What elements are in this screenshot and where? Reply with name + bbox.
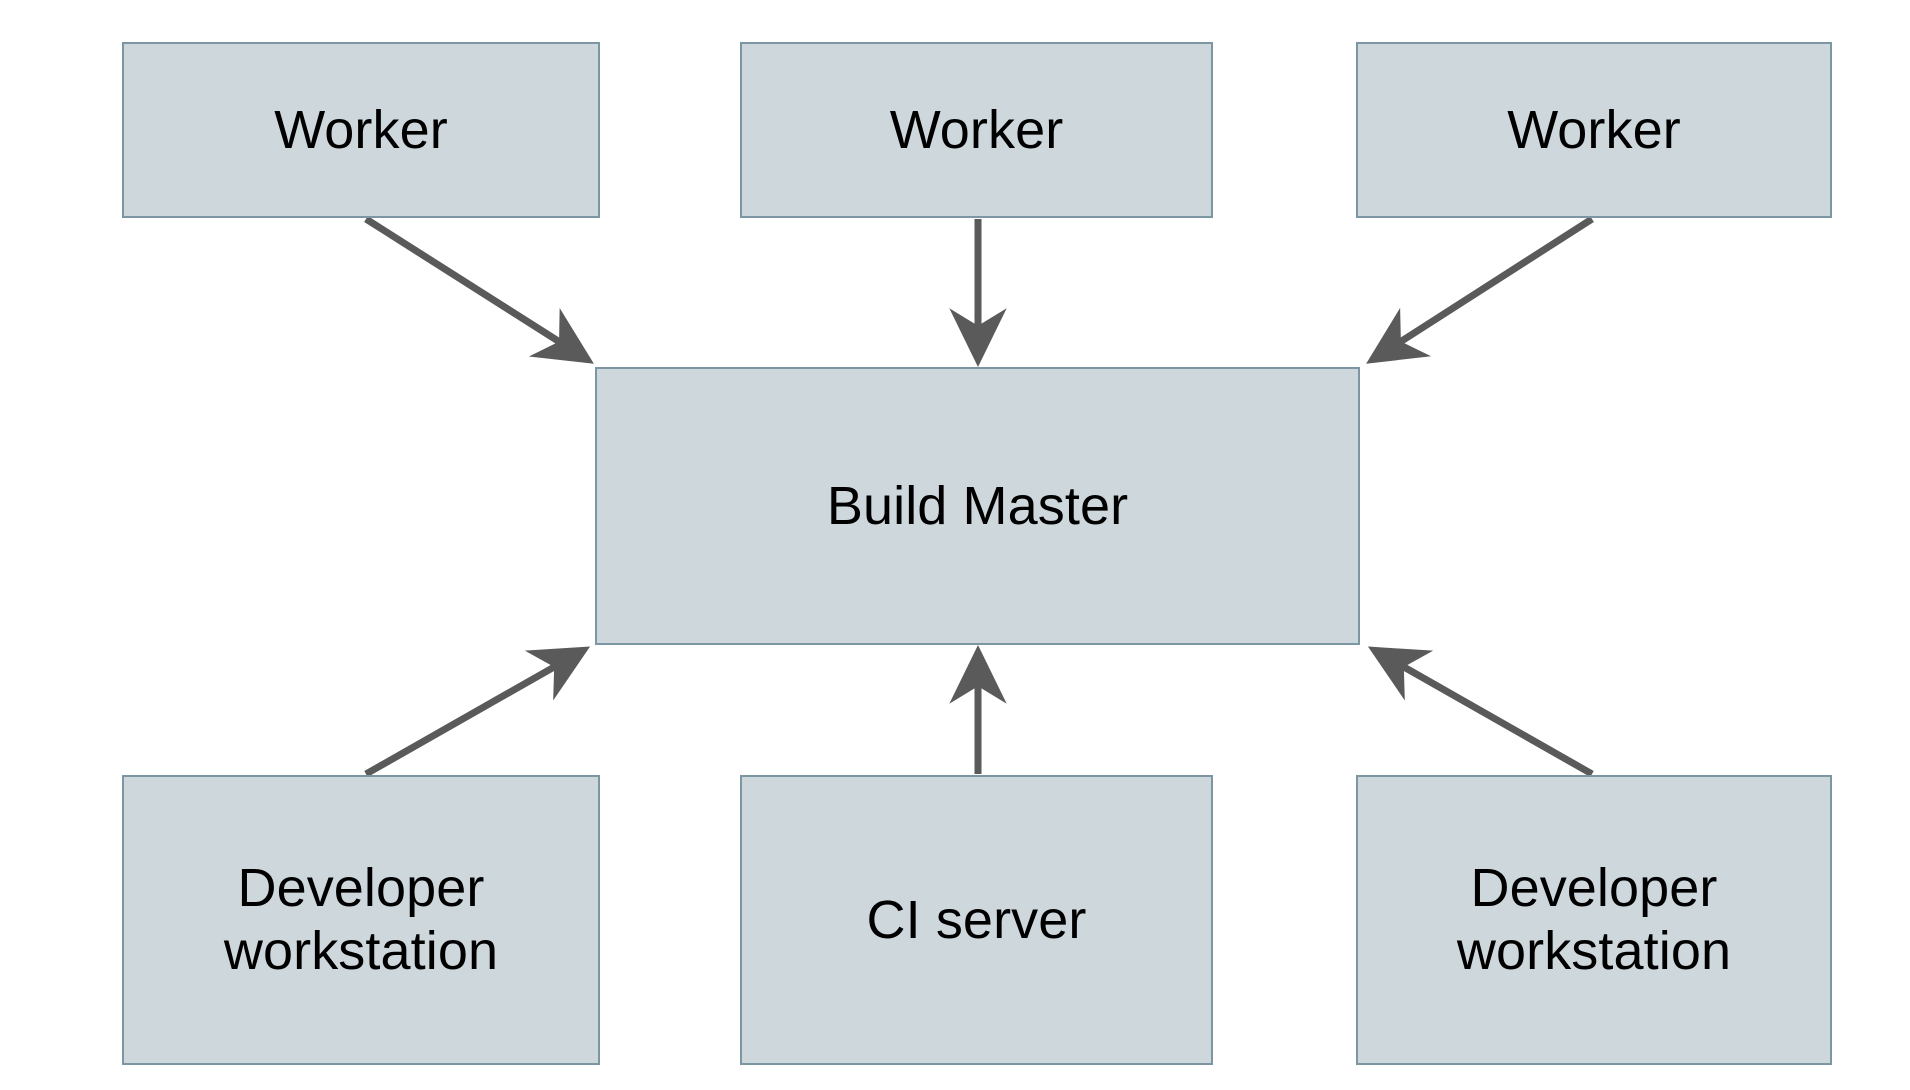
node-worker-right[interactable]: Worker (1356, 42, 1832, 218)
node-developer-workstation-right[interactable]: Developer workstation (1356, 775, 1832, 1065)
node-developer-workstation-right-label: Developer workstation (1456, 858, 1732, 981)
node-ci-server[interactable]: CI server (740, 775, 1213, 1065)
node-developer-workstation-left-label: Developer workstation (223, 858, 499, 981)
node-worker-left[interactable]: Worker (122, 42, 600, 218)
node-ci-server-label: CI server (866, 889, 1087, 950)
node-worker-center[interactable]: Worker (740, 42, 1213, 218)
node-build-master[interactable]: Build Master (595, 367, 1360, 645)
node-worker-center-label: Worker (889, 99, 1064, 160)
edge-worker-right-to-master (1366, 216, 1594, 364)
node-developer-workstation-left[interactable]: Developer workstation (122, 775, 600, 1065)
node-worker-left-label: Worker (274, 99, 448, 160)
node-build-master-label: Build Master (826, 475, 1129, 536)
edge-dev-left-to-master (364, 646, 591, 778)
node-worker-right-label: Worker (1507, 99, 1681, 160)
edge-dev-right-to-master (1367, 646, 1594, 778)
edge-worker-left-to-master (364, 216, 594, 364)
